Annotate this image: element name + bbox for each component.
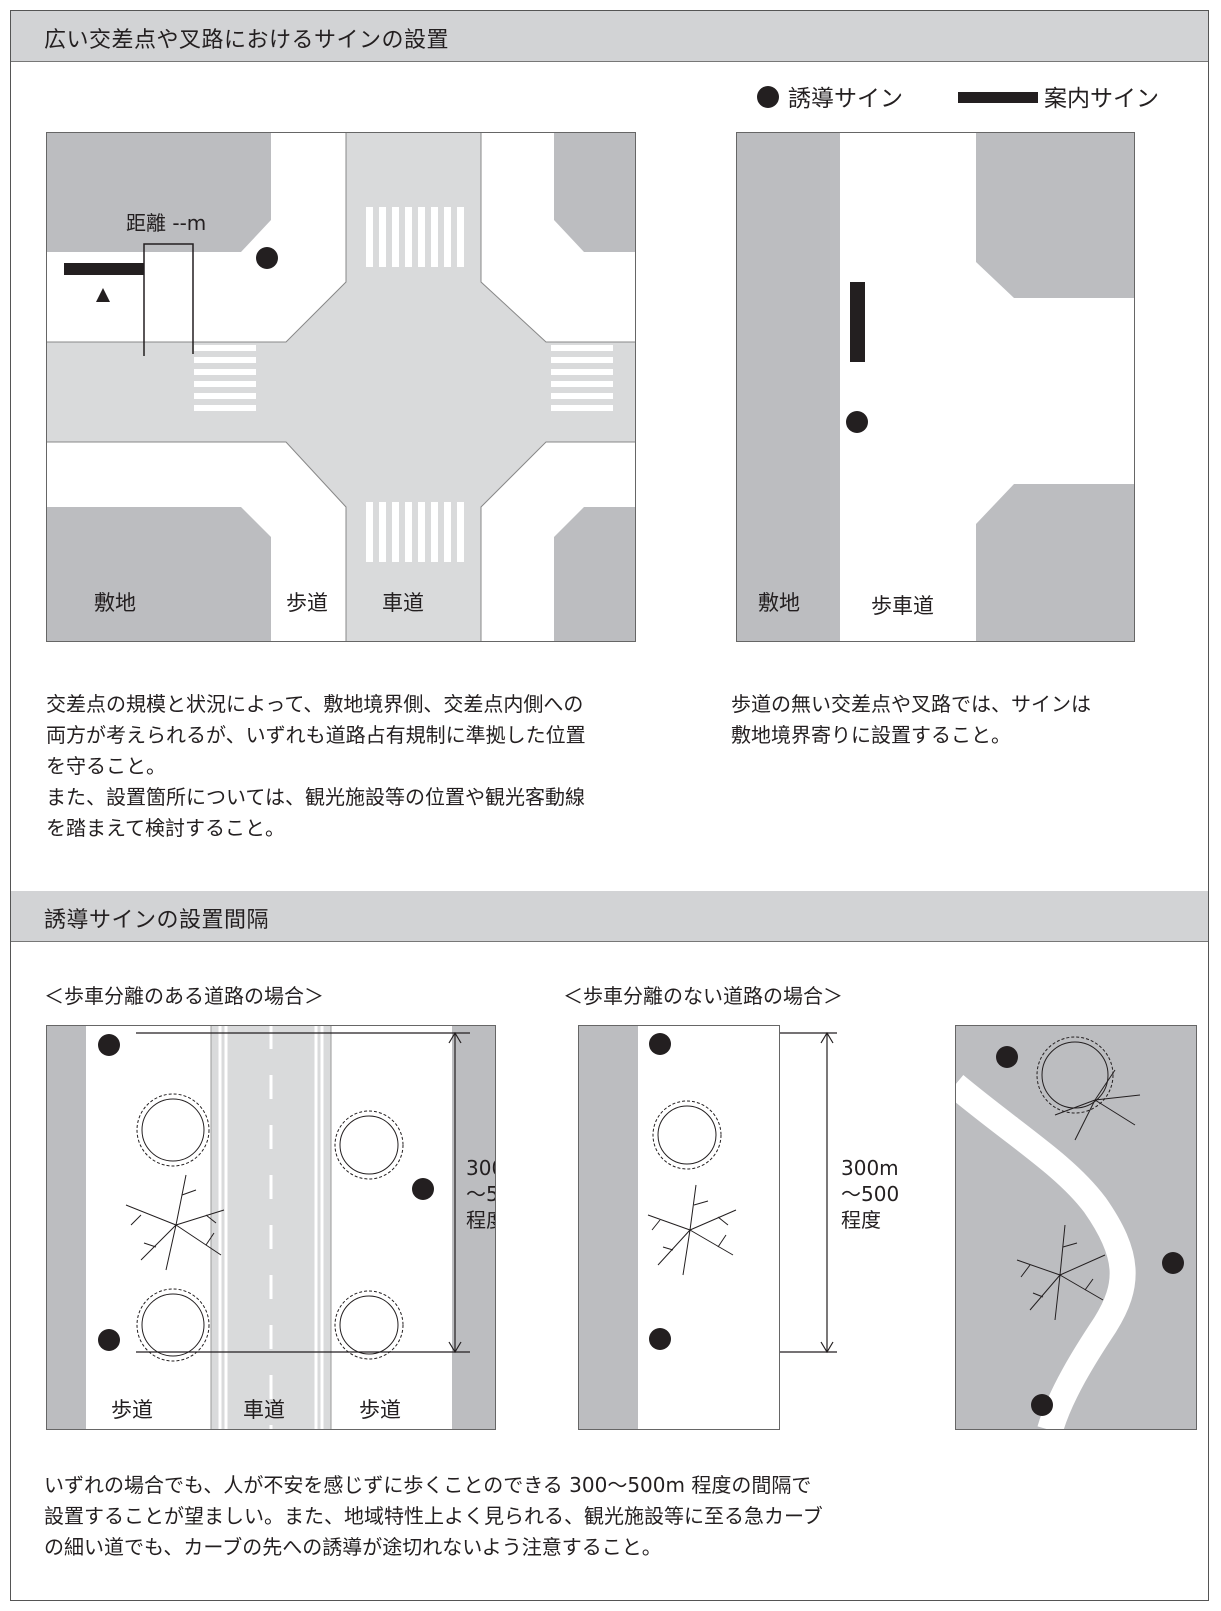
guide-sign-icon — [846, 411, 868, 433]
building-block — [46, 507, 271, 642]
info-sign-legend-icon — [958, 92, 1038, 103]
spacing-label: ～500m — [466, 1182, 496, 1206]
separated-road-diagram: 300m ～500m 程度 歩道 車道 歩道 — [46, 1025, 496, 1430]
tree-icon — [334, 1110, 404, 1180]
section1-text-right: 歩道の無い交差点や叉路では、サインは 敷地境界寄りに設置すること。 — [731, 689, 1091, 751]
section1-header: 広い交差点や叉路におけるサインの設置 — [11, 11, 1208, 62]
building-block — [976, 132, 1135, 298]
roadway — [46, 132, 636, 642]
section2-text: いずれの場合でも、人が不安を感じずに歩くことのできる 300～500m 程度の間… — [44, 1470, 823, 1563]
crosswalk-west — [194, 345, 256, 411]
site-strip — [46, 1025, 86, 1430]
text-line: を踏まえて検討すること。 — [46, 816, 285, 840]
guide-sign-icon — [996, 1046, 1018, 1068]
text-line: 敷地境界寄りに設置すること。 — [731, 723, 1011, 747]
label-sidewalk: 歩道 — [359, 1398, 401, 1422]
building-block — [46, 132, 271, 252]
t-junction-diagram: 敷地 歩車道 — [736, 132, 1135, 642]
label-roadway: 車道 — [382, 591, 424, 615]
spacing-label: 300m — [841, 1156, 899, 1180]
label-site: 敷地 — [758, 591, 800, 615]
spacing-label: 程度 — [466, 1208, 496, 1232]
site-strip — [736, 132, 840, 642]
building-block — [976, 484, 1135, 642]
text-line: の細い道でも、カーブの先への誘導が途切れないよう注意すること。 — [44, 1535, 662, 1559]
curved-road-diagram — [955, 1025, 1197, 1430]
legend: 誘導サイン 案内サイン — [757, 86, 1159, 112]
guide-sign-icon — [98, 1034, 120, 1056]
text-line: を守ること。 — [46, 754, 166, 778]
page-frame — [10, 10, 1209, 1601]
building-block — [554, 507, 636, 642]
distance-bracket — [143, 243, 194, 356]
section1-text-left: 交差点の規模と状況によって、敷地境界側、交差点内側への 両方が考えられるが、いず… — [46, 689, 586, 844]
subhead-separated: ＜歩車分離のある道路の場合＞ — [44, 984, 324, 1008]
guide-sign-icon — [98, 1329, 120, 1351]
text-line: 歩道の無い交差点や叉路では、サインは — [731, 692, 1091, 716]
shared-dimension: 300m ～500m 程度 — [780, 1031, 900, 1354]
label-sidewalk: 歩道 — [111, 1398, 153, 1422]
bare-tree-icon — [125, 1174, 225, 1271]
tree-icon — [136, 1288, 210, 1362]
crosswalk-south — [366, 502, 464, 562]
guide-sign-icon — [256, 247, 278, 269]
text-line: また、設置箇所については、観光施設等の位置や観光客動線 — [46, 785, 585, 809]
section2-title: 誘導サインの設置間隔 — [44, 908, 270, 933]
label-shared-road: 歩車道 — [871, 594, 934, 618]
tree-icon — [334, 1290, 404, 1360]
bare-tree-icon — [647, 1184, 737, 1276]
guide-sign-icon — [1162, 1252, 1184, 1274]
info-sign-icon — [64, 263, 144, 275]
bare-tree-icon — [1016, 1224, 1106, 1321]
spacing-label: 300m — [466, 1156, 496, 1180]
guide-sign-icon — [649, 1033, 671, 1055]
curved-road — [955, 1075, 1136, 1430]
section1-title: 広い交差点や叉路におけるサインの設置 — [44, 28, 450, 53]
text-line: 両方が考えられるが、いずれも道路占有規制に準拠した位置 — [46, 723, 586, 747]
guide-sign-icon — [412, 1178, 434, 1200]
guide-sign-icon — [649, 1328, 671, 1350]
spacing-label: ～500m — [841, 1182, 900, 1206]
label-site: 敷地 — [94, 591, 136, 615]
info-sign-legend-label: 案内サイン — [1044, 86, 1159, 112]
spacing-label: 程度 — [841, 1208, 881, 1232]
intersection-diagram: 距離 --m 敷地 歩道 車道 — [46, 132, 636, 642]
text-line: 交差点の規模と状況によって、敷地境界側、交差点内側への — [46, 692, 584, 716]
tree-icon — [136, 1093, 210, 1167]
info-sign-icon — [850, 282, 865, 362]
bare-tree-icon — [1054, 1069, 1141, 1141]
tree-icon — [652, 1100, 722, 1170]
guide-sign-legend-label: 誘導サイン — [788, 86, 903, 112]
guide-sign-icon — [1031, 1394, 1053, 1416]
site-strip — [452, 1025, 496, 1430]
site-strip — [578, 1025, 638, 1430]
subhead-unseparated: ＜歩車分離のない道路の場合＞ — [563, 984, 843, 1008]
guide-sign-legend-icon — [757, 86, 779, 108]
building-block — [554, 132, 636, 252]
triangle-marker-icon — [96, 288, 110, 302]
crosswalk-east — [551, 345, 613, 411]
crosswalk-north — [366, 207, 464, 267]
text-line: いずれの場合でも、人が不安を感じずに歩くことのできる 300～500m 程度の間… — [44, 1473, 812, 1497]
label-sidewalk: 歩道 — [286, 591, 328, 615]
section2-header: 誘導サインの設置間隔 — [11, 891, 1208, 942]
label-roadway: 車道 — [243, 1398, 285, 1422]
shared-road-diagram — [578, 1025, 780, 1430]
text-line: 設置することが望ましい。また、地域特性上よく見られる、観光施設等に至る急カーブ — [44, 1504, 823, 1528]
distance-label: 距離 --m — [126, 211, 206, 235]
